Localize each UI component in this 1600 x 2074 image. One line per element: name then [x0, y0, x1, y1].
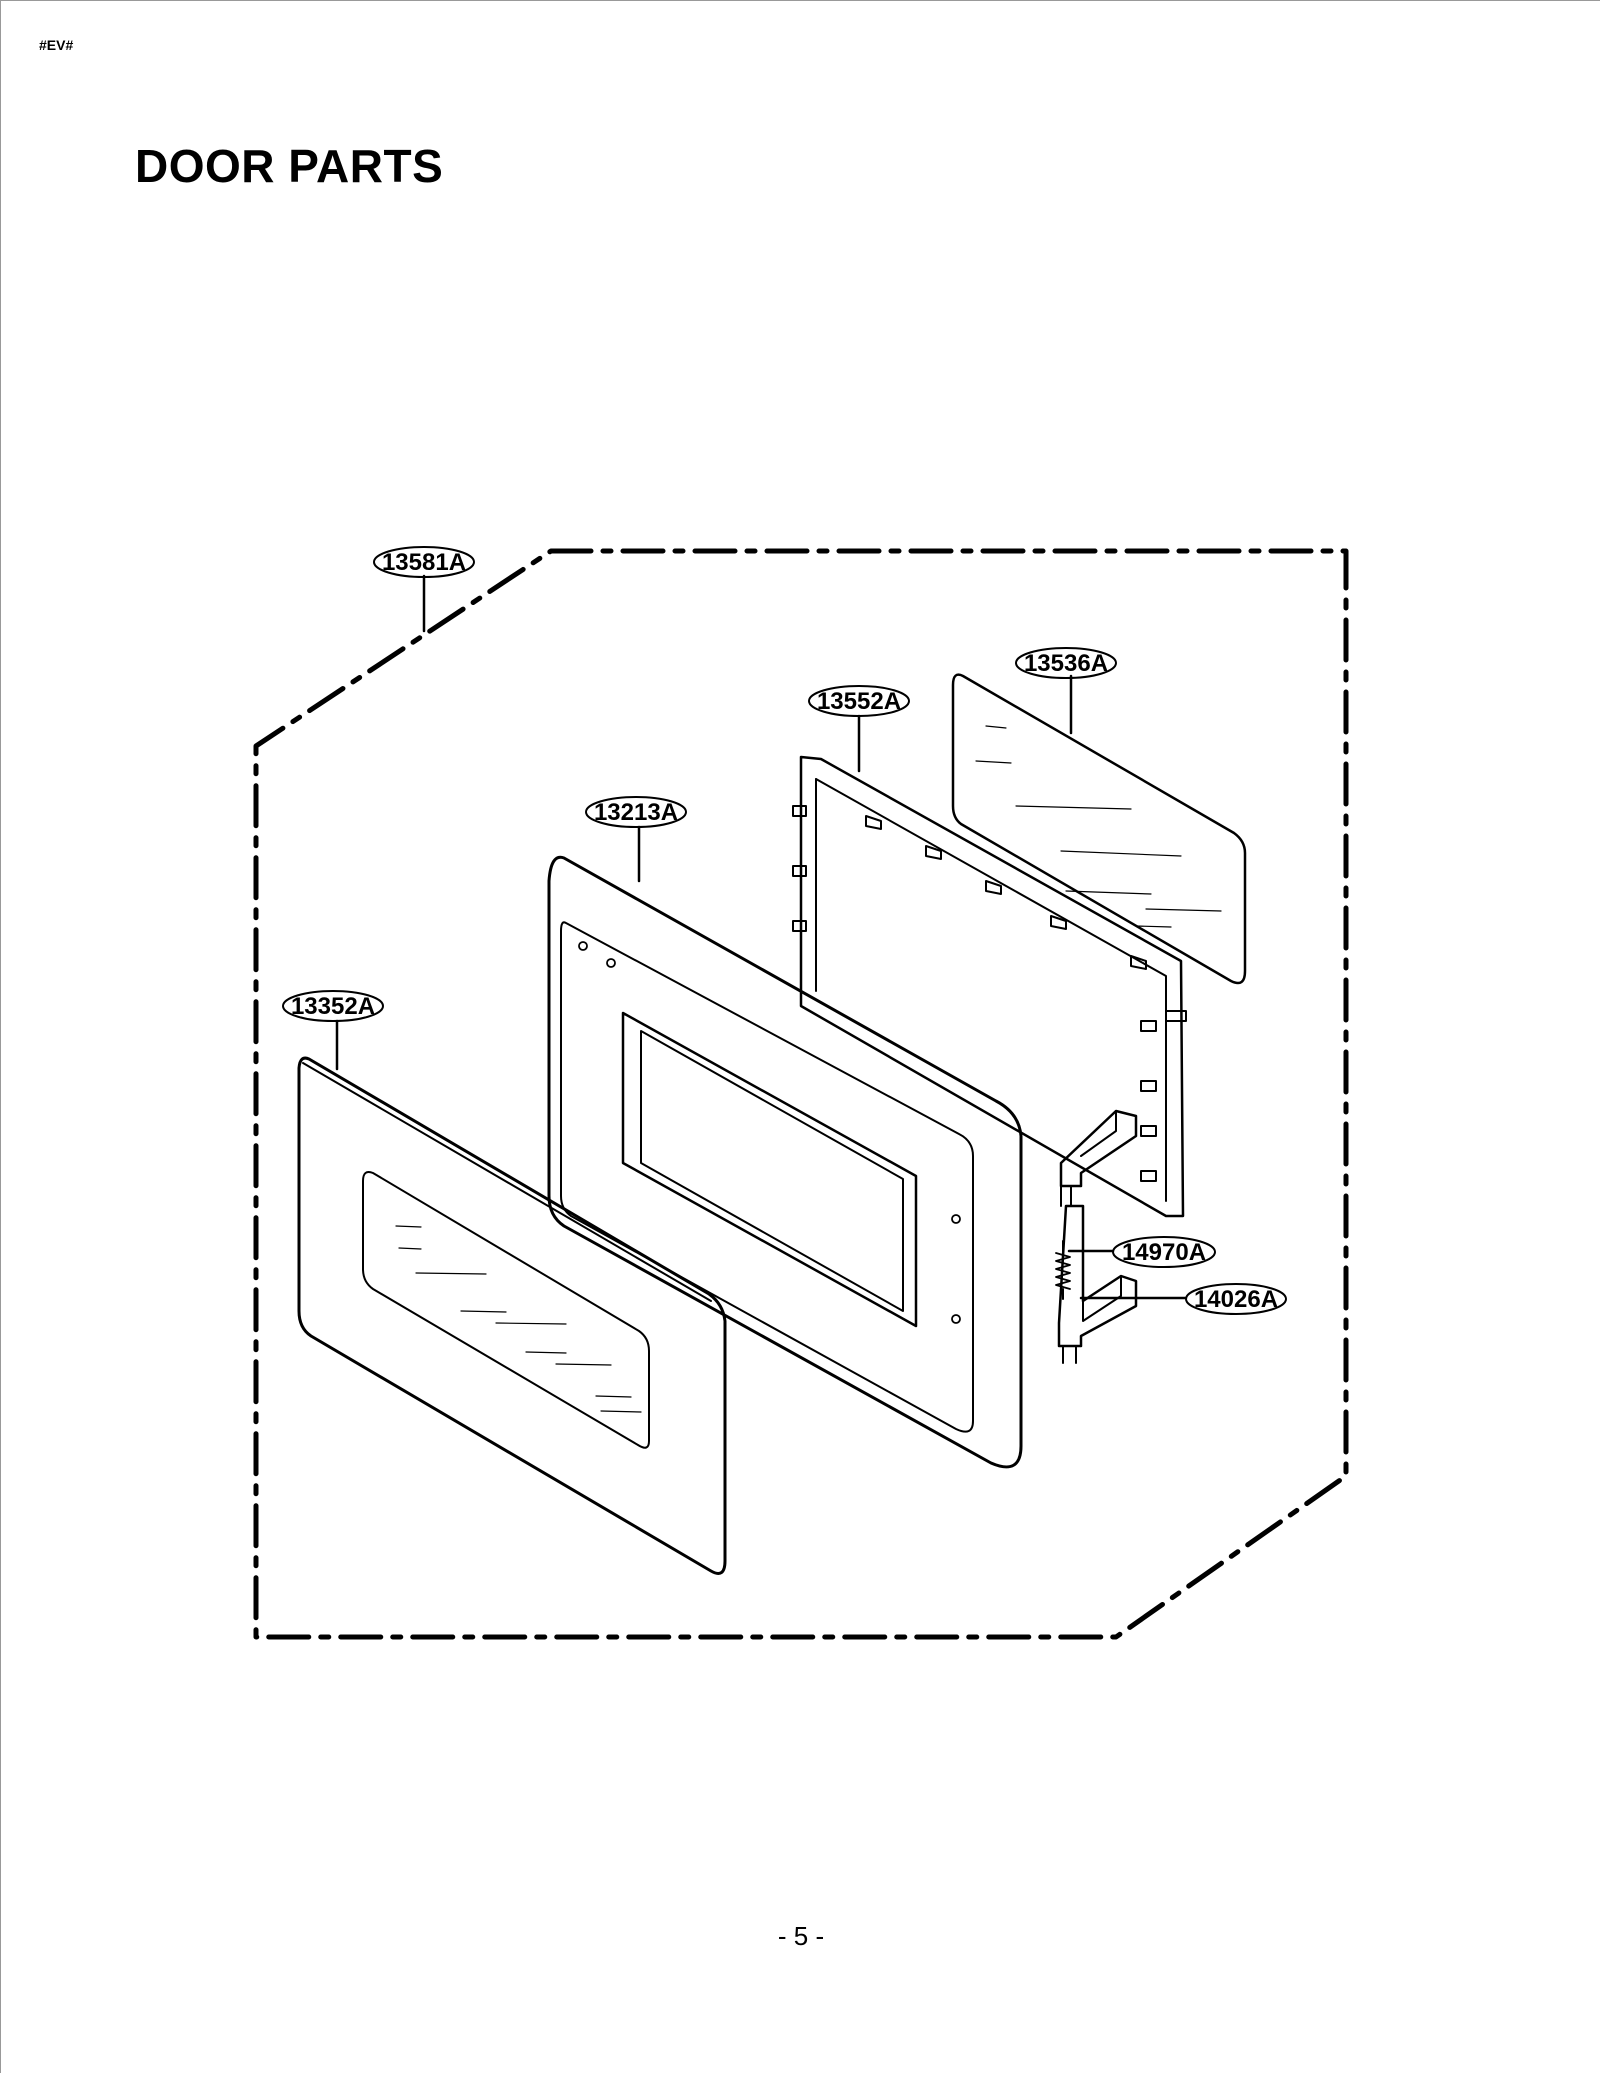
- callout-label: 13352A: [291, 993, 375, 1020]
- callout-13352A: 13352A: [282, 990, 384, 1022]
- assembly-boundary: [253, 548, 1349, 1640]
- header-code: #EV#: [39, 37, 74, 53]
- callout-label: 13552A: [817, 688, 901, 715]
- callout-label: 14026A: [1194, 1286, 1278, 1313]
- callout-label: 13536A: [1024, 650, 1108, 677]
- leader-lines: [335, 574, 1188, 1300]
- latch-lever-upper: [1059, 1109, 1138, 1207]
- door-panel-part: [297, 1056, 727, 1575]
- choke-frame-part: [792, 755, 1187, 1218]
- callout-14026A: 14026A: [1185, 1283, 1287, 1315]
- callout-13581A: 13581A: [373, 546, 475, 578]
- door-frame-part: [547, 855, 1023, 1469]
- callout-label: 13213A: [594, 799, 678, 826]
- callout-label: 14970A: [1122, 1239, 1206, 1266]
- page-title: DOOR PARTS: [135, 140, 444, 192]
- glass-panel-part: [951, 673, 1247, 985]
- callout-13552A: 13552A: [808, 685, 910, 717]
- page-number: - 5 -: [777, 1921, 825, 1951]
- callout-label: 13581A: [382, 549, 466, 576]
- callout-14970A: 14970A: [1112, 1236, 1216, 1268]
- callout-13536A: 13536A: [1015, 647, 1117, 679]
- callout-13213A: 13213A: [585, 796, 687, 828]
- latch-lever-lower: [1057, 1204, 1138, 1364]
